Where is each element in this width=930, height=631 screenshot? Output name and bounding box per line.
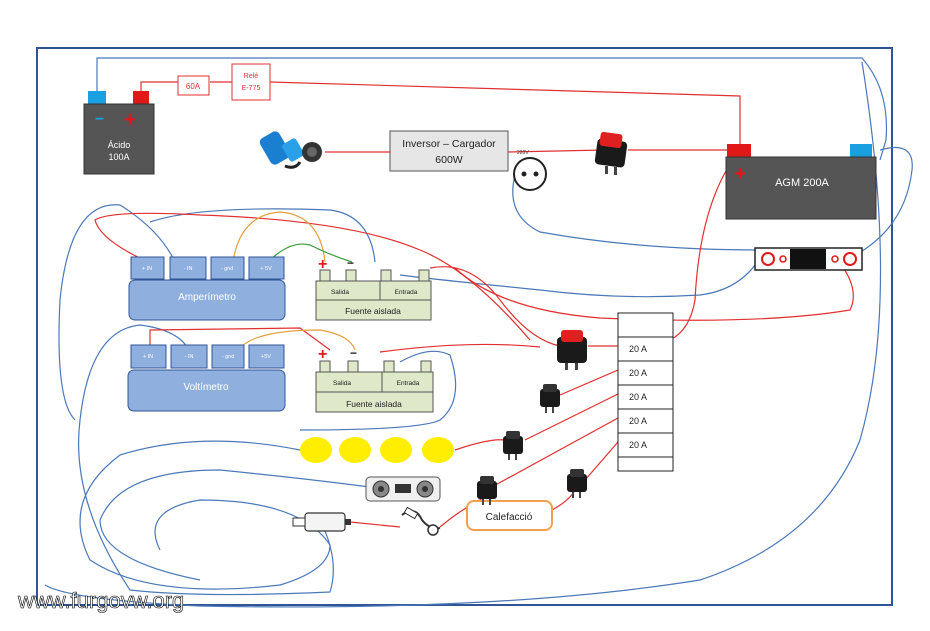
led-light-icon <box>339 437 371 463</box>
heating-label: Calefacció <box>486 512 533 523</box>
fan-motor-icon <box>292 512 351 532</box>
switch-icon <box>557 330 587 370</box>
diagram-frame <box>36 47 893 606</box>
inverter-line2: 600W <box>435 154 463 166</box>
psu-top-minus: − <box>347 256 354 270</box>
voltmeter-terminal: + IN <box>143 354 153 360</box>
psu-top: + − Salida Entrada Fuente aislada <box>315 256 432 321</box>
psu-bottom-out: Salida <box>333 380 351 387</box>
heating-box: Calefacció <box>466 500 553 531</box>
inverter-switch-icon <box>594 131 628 175</box>
radio-icon <box>365 476 441 502</box>
ammeter: + IN - IN - gnd + 5V Amperímetro <box>128 256 286 321</box>
ammeter-terminal: + IN <box>142 266 152 272</box>
battery-agm-label: AGM 200A <box>775 177 829 189</box>
inverter-line1: Inversor – Cargador <box>402 138 496 150</box>
voltmeter-terminal: - gnd <box>222 354 235 360</box>
psu-bottom-title: Fuente aislada <box>346 399 402 409</box>
voltmeter-terminal: - IN <box>185 354 194 360</box>
circuit-switches <box>477 330 587 505</box>
watermark: www.furgovw.org <box>17 588 184 613</box>
ammeter-terminal: - IN <box>184 266 193 272</box>
battery-acid: − + Ácido 100A <box>83 91 155 175</box>
shunt <box>754 247 863 271</box>
switch-icon <box>567 469 587 498</box>
fuse-label: 20 A <box>629 440 647 450</box>
psu-bottom-in: Entrada <box>397 380 420 387</box>
fuse-label: 20 A <box>629 392 647 402</box>
shore-plug-icon <box>259 131 322 169</box>
led-lights <box>300 437 454 463</box>
voltmeter: + IN - IN - gnd +5V Voltímetro <box>127 344 286 412</box>
fuse-label: 20 A <box>629 344 647 354</box>
led-light-icon <box>422 437 454 463</box>
battery-acid-minus: − <box>95 111 104 128</box>
battery-acid-capacity: 100A <box>108 152 129 162</box>
relay-line1: Relé <box>244 73 259 80</box>
shower-pump-icon <box>401 506 441 536</box>
voltmeter-title: Voltímetro <box>183 382 228 393</box>
switch-icon <box>477 476 497 505</box>
fuse-label: 20 A <box>629 368 647 378</box>
switch-icon <box>503 431 523 460</box>
switch-icon <box>540 384 560 413</box>
fuse-label: 20 A <box>629 416 647 426</box>
psu-bottom-plus: + <box>318 346 327 363</box>
socket-220v: 220V <box>513 150 547 191</box>
relay: Relé E-775 <box>231 63 271 101</box>
led-light-icon <box>300 437 332 463</box>
ammeter-terminal: - gnd <box>221 266 234 272</box>
psu-bottom-minus: − <box>350 346 357 360</box>
battery-acid-plus: + <box>124 109 136 131</box>
fuse-60a: 60A <box>177 75 210 96</box>
psu-bottom: + − Salida Entrada Fuente aislada <box>315 346 434 413</box>
psu-top-plus: + <box>318 256 327 273</box>
red-wires <box>94 81 854 528</box>
fuse-60a-label: 60A <box>186 82 201 91</box>
battery-agm-plus: + <box>734 163 746 185</box>
fuse-block: 20 A 20 A 20 A 20 A 20 A <box>617 312 674 472</box>
ammeter-title: Amperímetro <box>178 292 236 303</box>
signal-wires <box>232 211 356 353</box>
relay-line2: E-775 <box>242 85 261 92</box>
led-light-icon <box>380 437 412 463</box>
psu-top-out: Salida <box>331 289 349 296</box>
battery-acid-label: Ácido <box>108 140 131 150</box>
voltmeter-terminal: +5V <box>261 354 271 360</box>
ammeter-terminal: + 5V <box>260 266 272 272</box>
psu-top-in: Entrada <box>395 289 418 296</box>
battery-agm: + AGM 200A <box>725 144 877 220</box>
psu-top-title: Fuente aislada <box>345 306 401 316</box>
inverter-charger: Inversor – Cargador 600W <box>389 130 509 172</box>
socket-label: 220V <box>517 150 529 156</box>
